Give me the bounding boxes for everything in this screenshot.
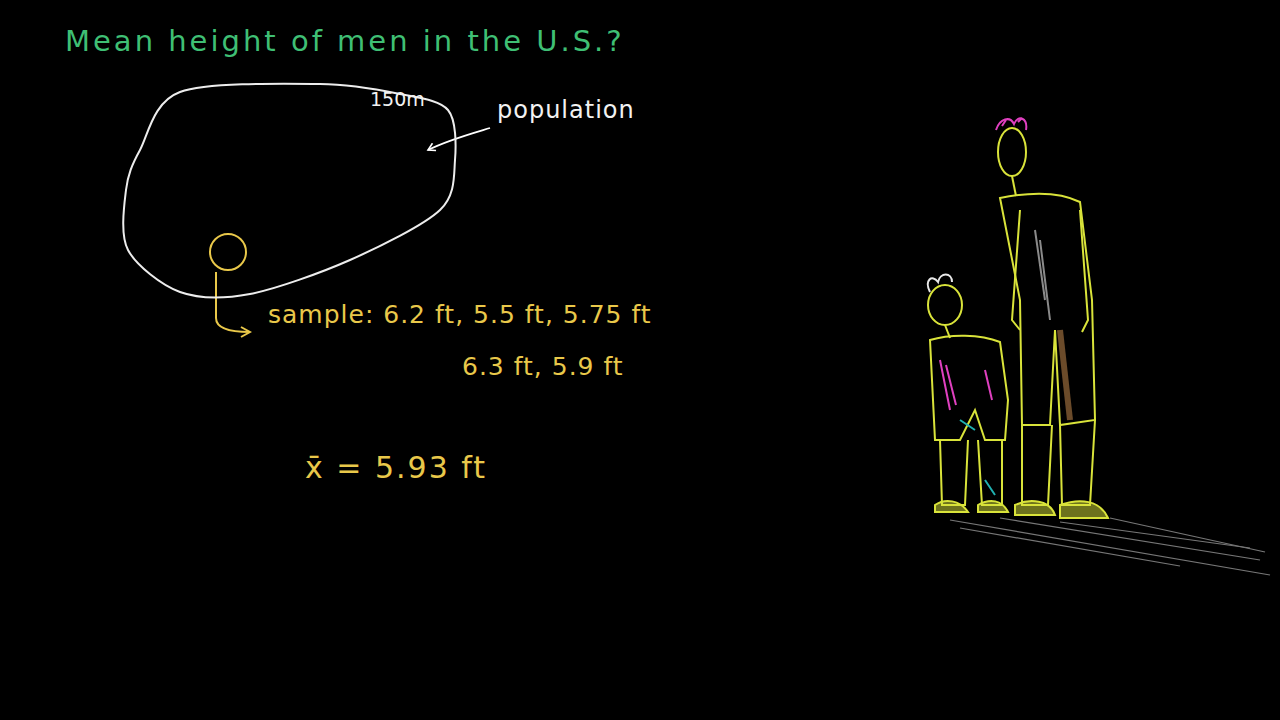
sample-mean: x̄ = 5.93 ft: [305, 450, 487, 486]
tall-man: [998, 128, 1108, 518]
population-blob: 150m: [120, 80, 465, 310]
title: Mean height of men in the U.S.?: [65, 24, 625, 59]
shadow: [950, 518, 1270, 575]
sample-values: sample: 6.2 ft, 5.5 ft, 5.75 ft: [268, 300, 652, 330]
short-man-details: [928, 275, 995, 496]
sample-circle: [210, 234, 246, 270]
sample-arrow: [216, 272, 250, 332]
short-man: [928, 285, 1008, 512]
population-outline: [123, 84, 455, 298]
blob-outline: [120, 80, 465, 310]
sample-values: 6.3 ft, 5.9 ft: [462, 352, 624, 382]
pointer-arrow: [428, 128, 490, 150]
population-label: population: [497, 96, 635, 125]
tall-man-hair: [996, 118, 1026, 130]
node-label: 150m: [370, 88, 425, 111]
